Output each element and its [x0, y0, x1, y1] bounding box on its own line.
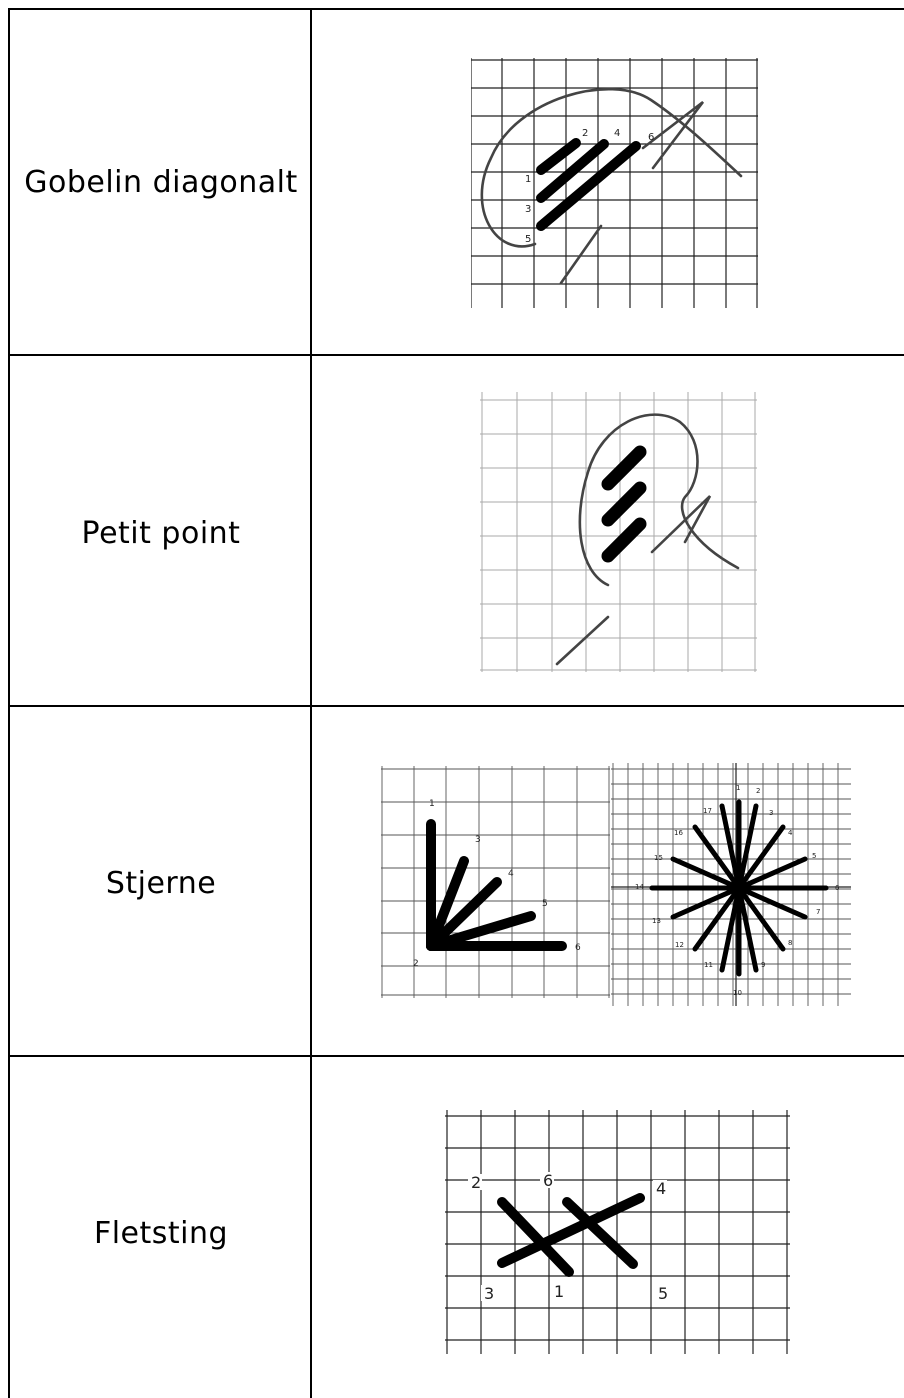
stitch-number: 3: [484, 1284, 494, 1303]
stitch-number: 5: [542, 899, 548, 909]
stitch-name: Petit point: [10, 516, 312, 551]
stitch-number: 1: [525, 174, 531, 185]
stitch-number: 5: [658, 1284, 668, 1303]
stitch-name: Stjerne: [10, 866, 312, 901]
stitch-name: Fletsting: [10, 1216, 312, 1251]
stitch-number: 6: [648, 132, 654, 143]
stitch-number: 2: [471, 1173, 481, 1192]
stitch-number: 8: [788, 939, 792, 947]
row-divider: [8, 705, 904, 707]
stitch-number: 4: [656, 1179, 666, 1198]
stitch-number: 3: [769, 809, 773, 817]
stitch-number: 3: [475, 835, 481, 845]
stitch-number: 11: [704, 961, 713, 969]
grid: [480, 392, 757, 672]
column-divider: [310, 8, 312, 1398]
stitch-number: 1: [554, 1282, 564, 1301]
stitch-number: 6: [575, 943, 581, 953]
stitch-number: 2: [582, 128, 588, 139]
stitch-number: 12: [675, 941, 684, 949]
stitch-number: 2: [756, 787, 760, 795]
row-divider: [8, 1055, 904, 1057]
stitch-number: 4: [788, 829, 793, 837]
stitch-number: 13: [652, 917, 661, 925]
stitch-number: 14: [635, 883, 644, 891]
stitch-number: 10: [733, 989, 742, 997]
stitch-number: 17: [703, 807, 712, 815]
table-border-top: [8, 8, 904, 10]
stitch-number: 15: [654, 854, 663, 862]
stitch-number: 5: [525, 234, 531, 245]
braid-stitches: [502, 1198, 640, 1272]
stitch-name: Gobelin diagonalt: [10, 165, 312, 200]
stitch-number: 4: [508, 869, 514, 879]
stitch-number: 1: [736, 784, 740, 792]
stitch-number: 7: [816, 908, 820, 916]
grid: [445, 1110, 790, 1354]
star-stitch-quarter-diagram: 1 2 3 4 5 6: [381, 766, 610, 998]
stitch-number: 6: [543, 1171, 553, 1190]
stitch-number: 2: [413, 959, 419, 969]
grid: [471, 58, 758, 308]
stitch-table: Gobelin diagonalt Petit point Stjerne Fl…: [8, 8, 904, 1398]
stitch-number: 4: [614, 128, 620, 139]
stitch-number: 6: [835, 884, 840, 892]
stitch-number: 16: [674, 829, 683, 837]
stitch-number: 5: [812, 852, 816, 860]
star-stitch-full-diagram: 1 2 3 4 5 6 7 8 9 10 11 12 13 14 15 16 1…: [611, 763, 851, 1006]
table-border-left: [8, 8, 10, 1398]
stitch-number: 9: [761, 961, 765, 969]
petit-point-stitch-diagram: [480, 392, 757, 672]
row-divider: [8, 354, 904, 356]
stitch-number: 3: [525, 204, 531, 215]
stitch-number: 1: [429, 799, 435, 809]
braid-stitch-diagram: 2 6 4 3 1 5: [445, 1110, 790, 1354]
gobelin-diagonal-stitch-diagram: 2 4 6 1 3 5: [471, 58, 758, 308]
